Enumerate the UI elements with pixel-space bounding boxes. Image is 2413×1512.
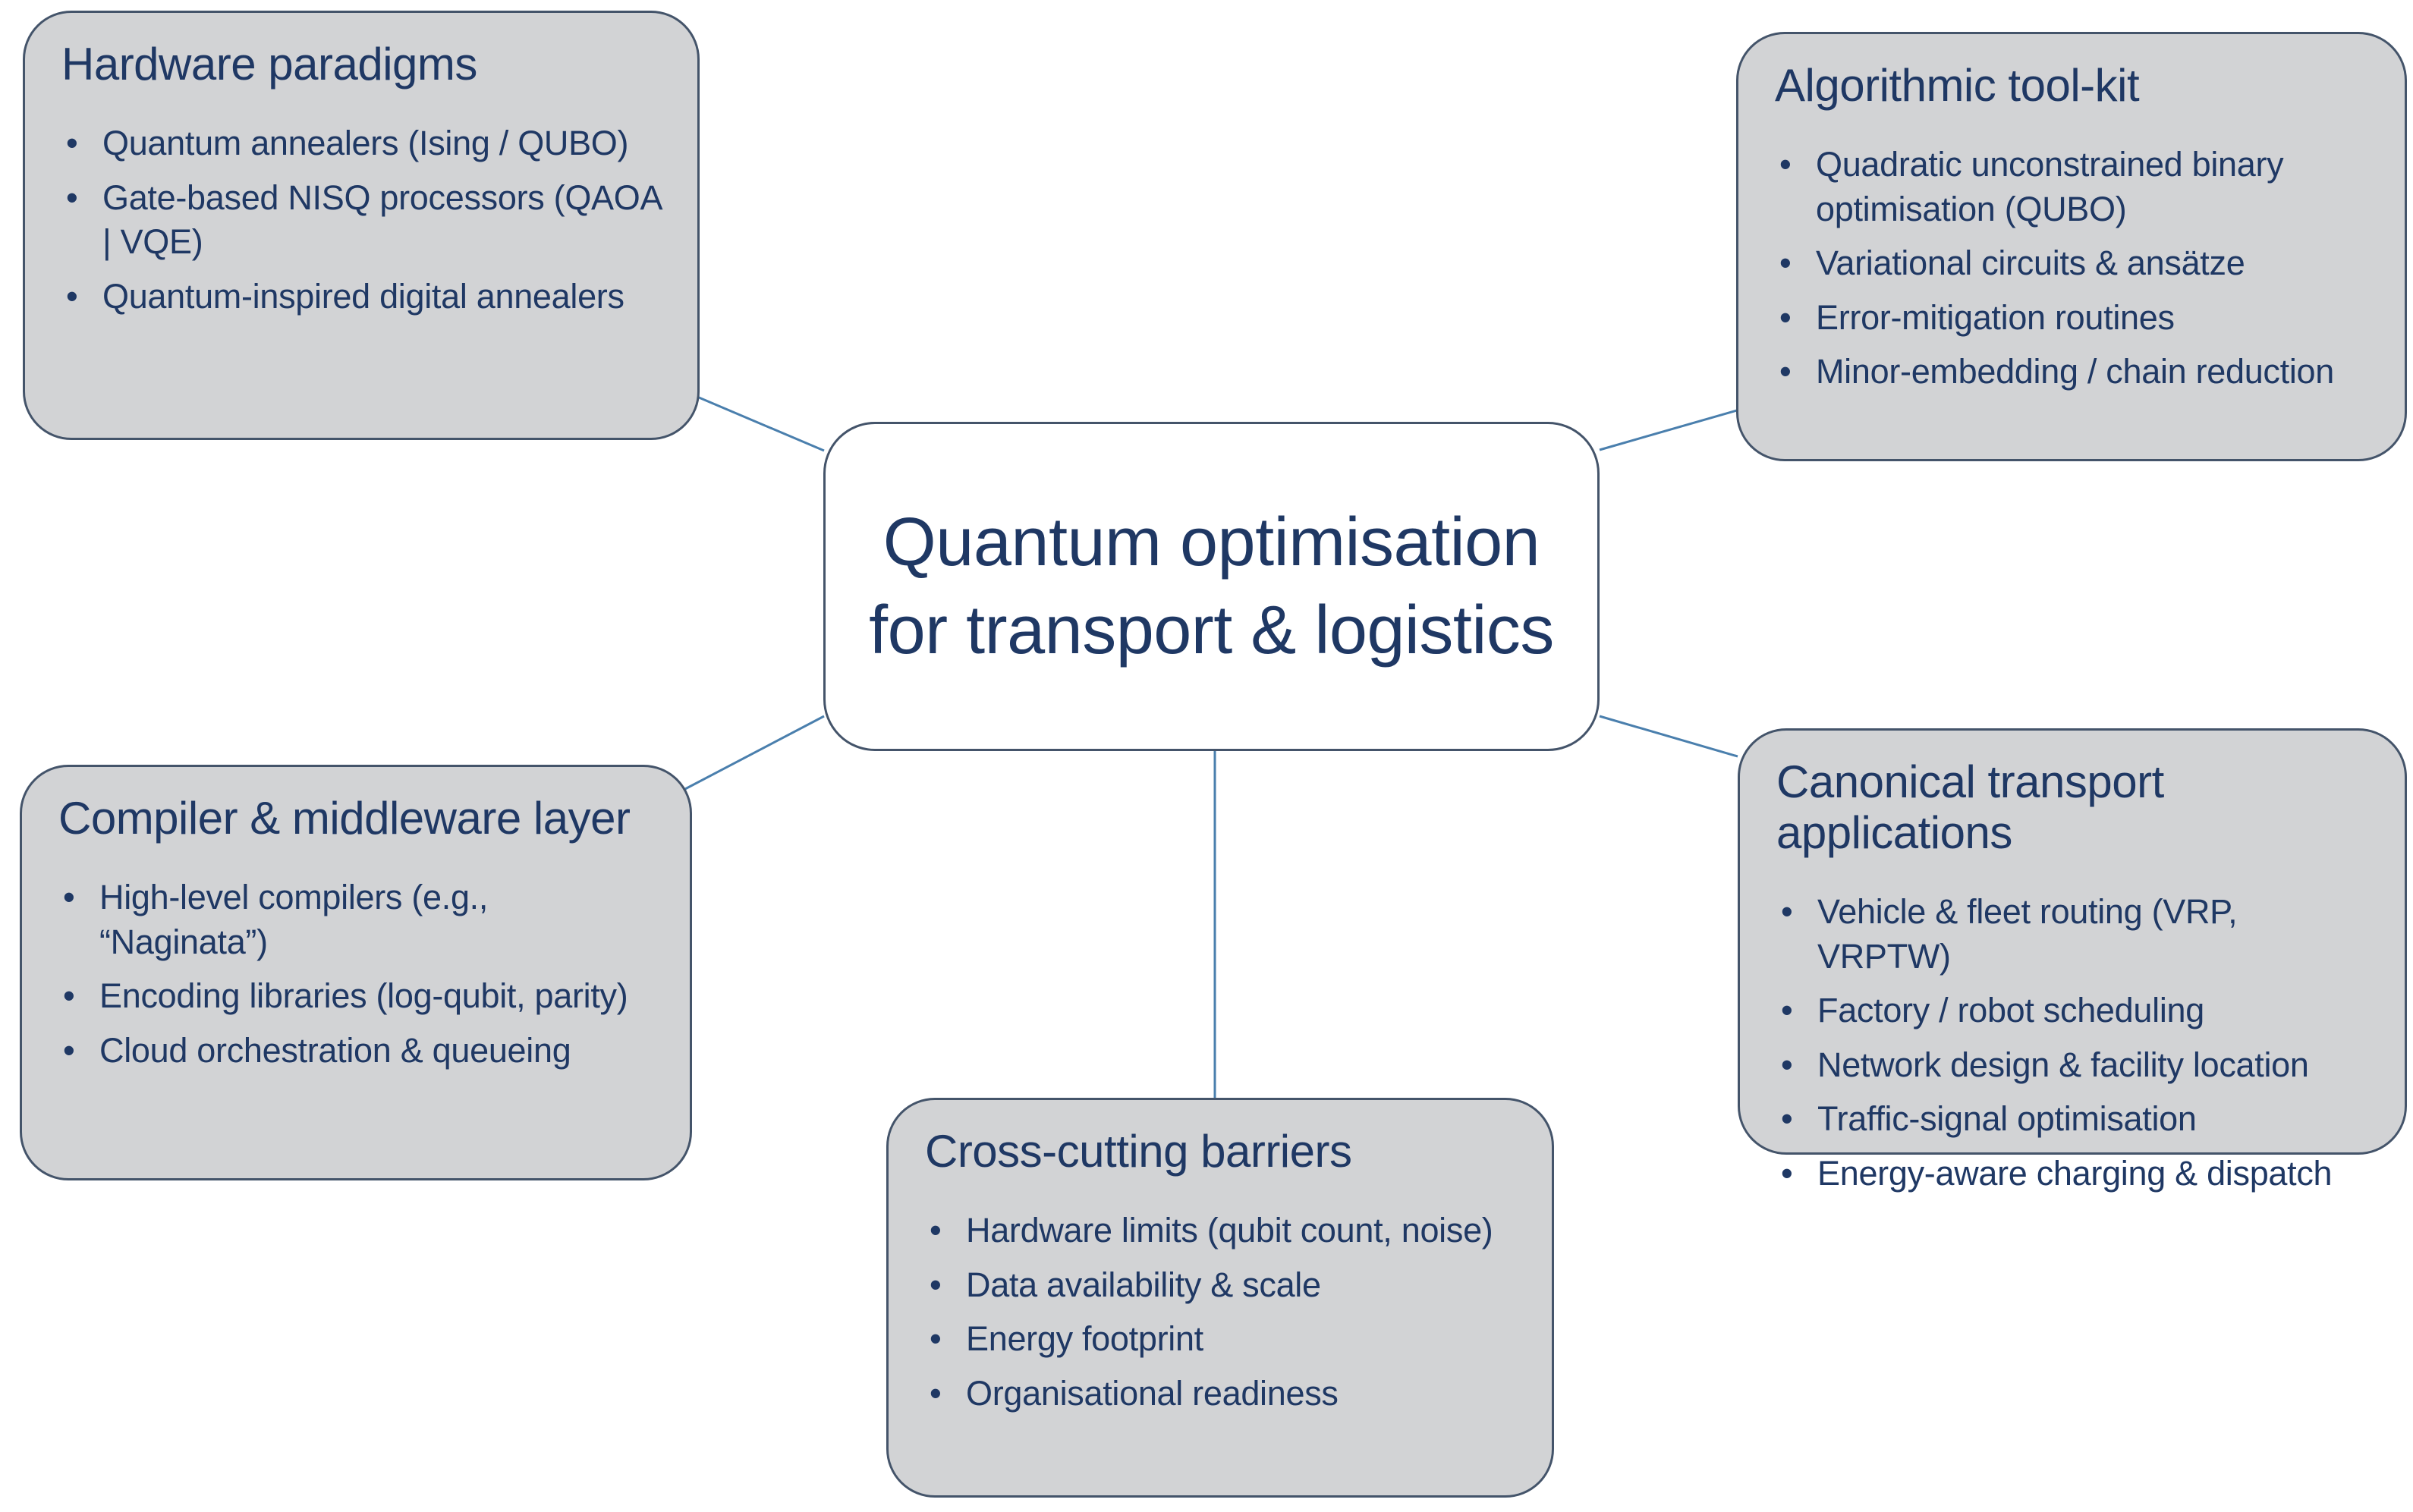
bullet-item: Cloud orchestration & queueing xyxy=(58,1029,653,1073)
bullet-item: Hardware limits (qubit count, noise) xyxy=(925,1209,1515,1253)
bullet-item: Quantum annealers (Ising / QUBO) xyxy=(61,121,661,166)
bullet-item: Variational circuits & ansätze xyxy=(1775,241,2368,286)
bullet-list: Hardware limits (qubit count, noise) Data… xyxy=(925,1209,1515,1416)
connector-algorithmic-center xyxy=(1599,409,1738,451)
bullet-item: High-level compilers (e.g., “Naginata”) xyxy=(58,875,653,964)
bullet-item: Gate-based NISQ processors (QAOA | VQE) xyxy=(61,176,661,265)
bullet-item: Energy footprint xyxy=(925,1317,1515,1362)
bullet-item: Minor-embedding / chain reduction xyxy=(1775,350,2368,395)
bullet-item: Encoding libraries (log-qubit, parity) xyxy=(58,974,653,1019)
bullet-list: Quantum annealers (Ising / QUBO) Gate-bas… xyxy=(61,121,661,319)
bullet-item: Traffic-signal optimisation xyxy=(1776,1097,2368,1142)
bullet-item: Factory / robot scheduling xyxy=(1776,989,2368,1033)
node-canonical-transport-applications: Canonical transport applications Vehicle… xyxy=(1738,728,2407,1196)
node-hardware-paradigms: Hardware paradigms Quantum annealers (Is… xyxy=(23,11,700,440)
bullet-list: Vehicle & fleet routing (VRP, VRPTW) Fact… xyxy=(1776,890,2368,1196)
node-title: Algorithmic tool-kit xyxy=(1775,60,2140,111)
node-title: Compiler & middleware layer xyxy=(58,793,631,844)
bullet-list: Quadratic unconstrained binary optimisat… xyxy=(1775,143,2368,395)
node-title: Hardware paradigms xyxy=(61,39,477,90)
node-title: Cross-cutting barriers xyxy=(925,1126,1352,1177)
bullet-item: Quadratic unconstrained binary optimisat… xyxy=(1775,143,2368,231)
bullet-list: High-level compilers (e.g., “Naginata”) E… xyxy=(58,875,653,1073)
bullet-item: Quantum-inspired digital annealers xyxy=(61,275,661,319)
node-algorithmic-tool-kit: Algorithmic tool-kit Quadratic unconstra… xyxy=(1736,32,2407,461)
center-node: Quantum optimisation for transport & log… xyxy=(823,422,1600,751)
bullet-item: Network design & facility location xyxy=(1776,1043,2368,1088)
connector-compiler-center xyxy=(683,715,825,791)
node-cross-cutting-barriers: Cross-cutting barriers Hardware limits (… xyxy=(886,1098,1554,1498)
bullet-item: Energy-aware charging & dispatch xyxy=(1776,1152,2368,1196)
bullet-item: Vehicle & fleet routing (VRP, VRPTW) xyxy=(1776,890,2368,979)
bullet-item: Organisational readiness xyxy=(925,1372,1515,1416)
node-title: Canonical transport applications xyxy=(1776,756,2164,859)
bullet-item: Error-mitigation routines xyxy=(1775,296,2368,341)
bullet-item: Data availability & scale xyxy=(925,1263,1515,1308)
node-compiler-middleware-layer: Compiler & middleware layer High-level c… xyxy=(20,765,692,1180)
connector-hardware-center xyxy=(682,389,825,452)
connector-applications-center xyxy=(1599,715,1738,758)
center-node-title: Quantum optimisation for transport & log… xyxy=(869,504,1554,668)
